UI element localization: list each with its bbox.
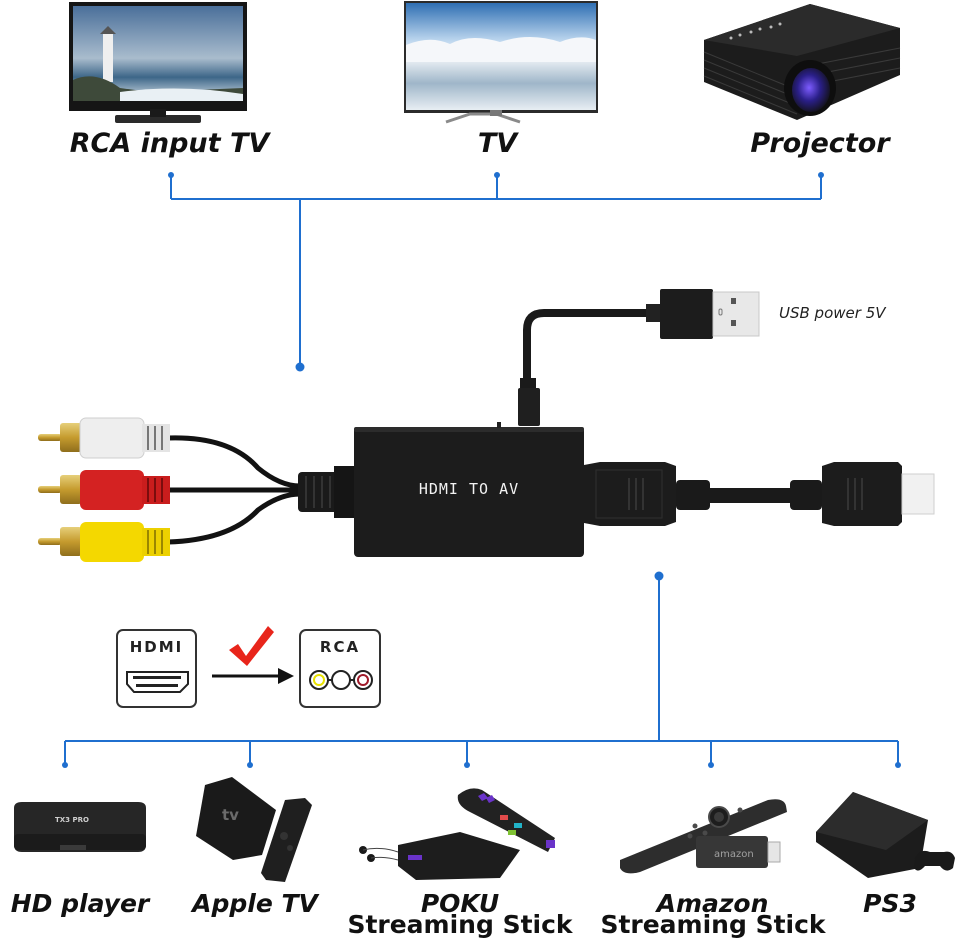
converter-box (354, 422, 584, 557)
hdmi-cable (584, 462, 935, 526)
svg-text:TX3 PRO: TX3 PRO (55, 816, 89, 824)
bottom-connector-lines (64, 576, 899, 765)
apple-tv-icon: tv (196, 777, 312, 882)
projector-icon (703, 4, 901, 120)
device-label-poku-line2: Streaming Stick (347, 910, 573, 939)
cable-strain-relief (298, 466, 356, 518)
rca-cables (167, 435, 301, 545)
converter-label: HDMI TO AV (418, 480, 520, 498)
bottom-connector-dots (62, 571, 901, 768)
rca-box-label: RCA (319, 638, 361, 656)
svg-text:amazon: amazon (714, 849, 754, 860)
usb-cable (518, 289, 760, 426)
rca-box (299, 629, 381, 708)
top-connector-lines (170, 175, 822, 366)
top-connector-dots (168, 172, 824, 372)
checkmark-icon (229, 626, 274, 666)
device-label-rca-input-tv: RCA input TV (69, 128, 270, 159)
device-label-apple-tv: Apple TV (192, 889, 318, 918)
rca-plug-white (38, 417, 170, 459)
hdmi-box (116, 629, 197, 708)
device-label-poku-line1: POKU (420, 889, 500, 918)
usb-power-label: USB power 5V (779, 304, 886, 322)
device-label-amazon-line2: Streaming Stick (600, 910, 826, 939)
device-label-projector: Projector (750, 128, 890, 159)
arrow-right-icon (212, 668, 294, 684)
device-label-hd-player: HD player (10, 889, 150, 918)
flat-tv-icon (404, 1, 598, 124)
game-console-icon (816, 792, 955, 878)
tv-box-icon: TX3 PRO (14, 802, 146, 852)
rca-plug-red (38, 470, 170, 510)
fire-stick-icon: amazon (620, 799, 787, 874)
device-label-amazon-line1: Amazon (656, 889, 769, 918)
hdmi-box-label: HDMI (129, 638, 184, 656)
device-label-tv: TV (477, 128, 518, 159)
crt-tv-icon (69, 2, 247, 123)
streaming-box-icon (359, 788, 555, 880)
device-label-ps3: PS3 (863, 889, 917, 918)
rca-plug-yellow (38, 522, 170, 562)
svg-text:tv: tv (222, 806, 239, 824)
